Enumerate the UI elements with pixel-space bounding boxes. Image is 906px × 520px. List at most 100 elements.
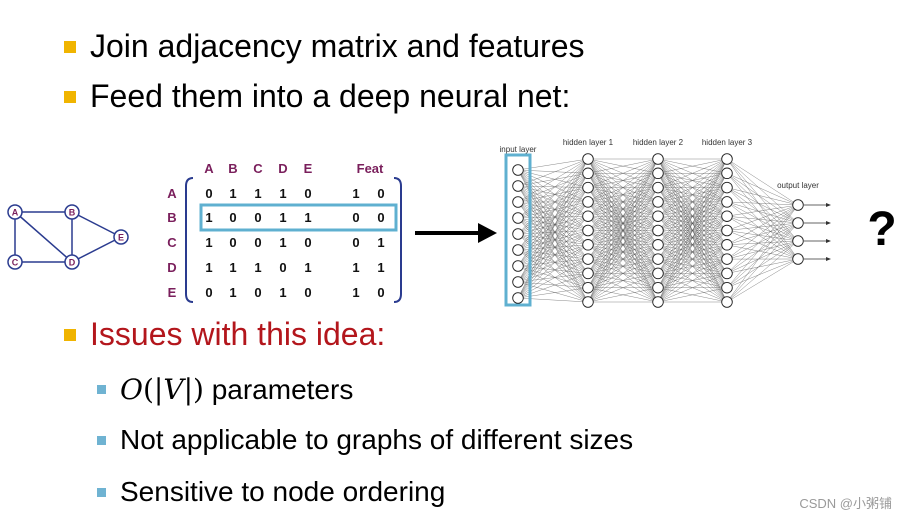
nn-connection xyxy=(726,230,799,242)
nn-neuron xyxy=(652,296,664,308)
nn-connection xyxy=(587,158,659,188)
nn-connection xyxy=(726,158,799,206)
nn-neuron xyxy=(721,196,733,208)
matrix-cell: 0 xyxy=(205,186,212,201)
nn-connection xyxy=(726,216,799,260)
math-o: O xyxy=(120,373,143,406)
nn-connection xyxy=(726,240,799,288)
bullet-issues-text: Issues with this idea: xyxy=(90,316,386,352)
matrix-cell: 1 xyxy=(254,260,261,275)
subbullet-sizes: Not applicable to graphs of different si… xyxy=(97,424,633,456)
nn-connection xyxy=(726,216,799,242)
nn-connection xyxy=(726,204,799,274)
nn-connection xyxy=(726,187,799,242)
graph-node-label: A xyxy=(12,208,19,218)
nn-connection xyxy=(726,204,799,231)
nn-neuron xyxy=(512,292,524,304)
subbullet-marker xyxy=(97,435,106,445)
matrix-cell: 1 xyxy=(279,186,286,201)
matrix-cell: 1 xyxy=(205,260,212,275)
nn-connection xyxy=(726,240,799,260)
nn-neuron xyxy=(721,153,733,165)
nn-connection xyxy=(657,158,728,231)
feature-cell: 0 xyxy=(352,210,359,225)
arrow-to-network xyxy=(415,223,497,243)
math-close: |) xyxy=(183,373,204,406)
nn-connection xyxy=(726,240,799,303)
graph-node-label: B xyxy=(69,208,76,218)
matrix-right-bracket xyxy=(393,177,402,303)
nn-connection xyxy=(587,273,659,303)
nn-connection xyxy=(657,158,728,188)
feature-cell: 1 xyxy=(377,260,384,275)
nn-neuron xyxy=(512,164,524,176)
bullet-join-text: Join adjacency matrix and features xyxy=(90,28,585,64)
nn-neuron xyxy=(582,153,594,165)
nn-connection xyxy=(587,173,659,303)
nn-connection xyxy=(726,201,799,260)
matrix-row-header: E xyxy=(168,285,177,300)
nn-output-arrows xyxy=(804,203,831,261)
nn-connection xyxy=(587,158,659,174)
graph-node-label: C xyxy=(12,258,19,268)
bullet-marker xyxy=(64,40,76,53)
subbullet-ordering: Sensitive to node ordering xyxy=(97,476,445,508)
nn-connection xyxy=(657,158,728,203)
nn-connection xyxy=(726,204,799,288)
nn-neuron xyxy=(721,181,733,194)
nn-connection xyxy=(726,222,799,245)
subbullet-parameters-text: O(|V|) parameters xyxy=(120,373,353,406)
nn-neuron xyxy=(792,217,804,229)
matrix-cell: 1 xyxy=(205,235,212,250)
feature-cell: 1 xyxy=(352,260,359,275)
subbullet-ordering-text: Sensitive to node ordering xyxy=(120,476,446,507)
nn-connection xyxy=(657,158,728,245)
nn-neuron xyxy=(652,224,664,237)
nn-connection xyxy=(587,158,659,217)
graph-edge xyxy=(14,211,73,263)
nn-connection xyxy=(657,230,728,303)
nn-neuron xyxy=(652,253,664,265)
nn-connection xyxy=(587,201,659,303)
nn-neuron xyxy=(652,267,664,280)
nn-neuron xyxy=(721,167,733,180)
matrix-col-header: D xyxy=(278,161,287,176)
nn-connection xyxy=(657,158,728,288)
nn-neuron xyxy=(652,196,664,208)
nn-connection xyxy=(587,244,659,303)
nn-connection xyxy=(726,173,799,224)
bullet-marker xyxy=(64,90,76,103)
nn-neuron xyxy=(792,235,804,247)
watermark: CSDN @小粥铺 xyxy=(799,496,892,511)
nn-connection xyxy=(726,187,799,206)
feature-cell: 1 xyxy=(352,285,359,300)
matrix-cell: 0 xyxy=(205,285,212,300)
bullet-marker xyxy=(64,328,76,341)
graph-node-circle xyxy=(7,254,23,270)
nn-neuron xyxy=(582,296,594,308)
math-open: (| xyxy=(142,373,164,406)
nn-neuron xyxy=(582,239,594,251)
graph-node: C xyxy=(7,254,23,270)
neural-network: input layer hidden layer 1 hidden layer … xyxy=(500,138,831,308)
matrix-cell: 0 xyxy=(304,235,311,250)
nn-connection xyxy=(657,173,728,303)
nn-neuron xyxy=(652,210,664,222)
graph-nodes: A B C D E xyxy=(7,204,129,270)
nn-connection xyxy=(657,158,728,274)
nn-connection xyxy=(726,204,799,217)
graph-node: D xyxy=(64,254,80,270)
nn-connection xyxy=(587,158,659,203)
nn-connection xyxy=(726,222,799,260)
nn-neuron xyxy=(721,224,733,237)
graph-node: E xyxy=(113,229,129,245)
feature-cell: 0 xyxy=(377,186,384,201)
highlight-row-box xyxy=(199,203,398,232)
nn-connection xyxy=(726,158,799,224)
nn-connection xyxy=(657,201,728,303)
graph-node-circle xyxy=(113,229,129,245)
matrix-row-header: A xyxy=(167,186,177,201)
nn-connection xyxy=(587,158,659,288)
output-layer-label: output layer xyxy=(777,181,819,190)
